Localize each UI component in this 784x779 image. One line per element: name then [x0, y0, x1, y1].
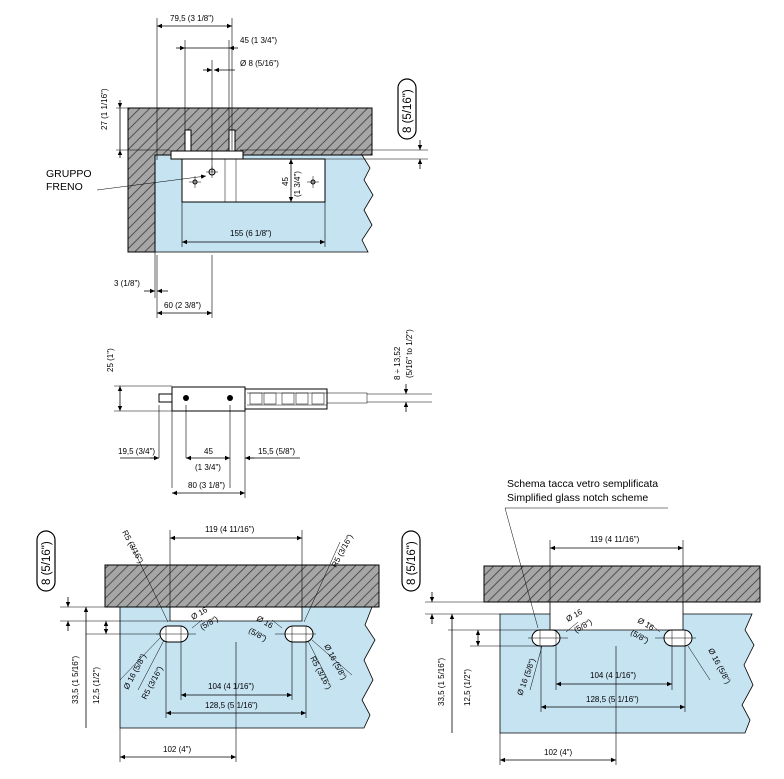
- badge-8-left: 8 (5/16"): [36, 530, 56, 592]
- svg-text:8 (5/16"): 8 (5/16"): [41, 541, 53, 585]
- badge-8-top: 8 (5/16"): [397, 78, 417, 140]
- dim-8-13: 8 ÷ 13,52: [393, 346, 402, 380]
- notch-right-wall: [483, 565, 761, 603]
- dim-102-right: 102 (4"): [544, 748, 573, 757]
- dim-119-left: 119 (4 11/16"): [205, 525, 255, 534]
- dim-33-5-left: 33,5 (1 5/16"): [71, 655, 80, 704]
- dim-155: 155 (6 1/8"): [230, 229, 272, 238]
- notch-left: 8 (5/16") 119 (4 11/16") R5 (3/16") R5 (…: [36, 525, 380, 762]
- dim-104-left: 104 (4 1/16"): [208, 682, 254, 691]
- dim-102-left: 102 (4"): [163, 745, 192, 754]
- dim-12-5-left: 12,5 (1/2"): [92, 667, 101, 704]
- top-view: 79,5 (3 1/8") 45 (1 3/4") Ø 8 (5/16") 27…: [46, 14, 428, 318]
- dim-128-5-right: 128,5 (5 1/16"): [586, 695, 639, 704]
- notch-scheme-title-it: Schema tacca vetro semplificata: [507, 478, 658, 490]
- badge-8-right: 8 (5/16"): [401, 530, 421, 592]
- side-view: 25 (1") 8 ÷ 13,52 (5/16" to 1/2") 19,5 (…: [106, 329, 432, 498]
- svg-text:8 (5/16"): 8 (5/16"): [402, 89, 414, 133]
- top-pin-left: [184, 129, 192, 152]
- side-hinge-body: [171, 386, 246, 412]
- notch-right-glass: [499, 613, 755, 734]
- dim-3: 3 (1/8"): [114, 279, 140, 288]
- dim-12-5-right: 12,5 (1/2"): [463, 669, 472, 706]
- side-hinge-arm: [244, 388, 328, 410]
- dim-119-right: 119 (4 11/16"): [590, 535, 640, 544]
- dim-60: 60 (2 3/8"): [164, 301, 201, 310]
- dim-27: 27 (1 1/16"): [100, 88, 109, 130]
- dim-45-vertical-in: (1 3/4"): [293, 171, 302, 197]
- dim-33-5-right: 33,5 (1 5/16"): [437, 657, 446, 706]
- dim-15-5: 15,5 (5/8"): [258, 447, 295, 456]
- top-hinge-body: [181, 158, 326, 203]
- dim-19-5: 19,5 (3/4"): [118, 447, 155, 456]
- dim-104-right: 104 (4 1/16"): [590, 671, 636, 680]
- dim-phi8: Ø 8 (5/16"): [240, 59, 279, 68]
- label-freno: FRENO: [46, 181, 83, 193]
- notch-left-wall: [104, 564, 380, 608]
- notch-scheme-title-en: Simplified glass notch scheme: [507, 492, 648, 504]
- dim-45-side: 45: [204, 447, 213, 456]
- side-pivot-stub: [158, 393, 173, 403]
- dim-8-13-in: (5/16" to 1/2"): [405, 329, 414, 378]
- dim-45-top: 45 (1 3/4"): [240, 36, 277, 45]
- label-gruppo: GRUPPO: [46, 168, 92, 180]
- top-hinge-plate: [170, 150, 244, 160]
- side-slide-rollers: [249, 392, 325, 405]
- dim-79-5: 79,5 (3 1/8"): [170, 14, 214, 23]
- r5-left-top: R5 (3/16"): [120, 529, 145, 565]
- dim-80: 80 (3 1/8"): [188, 481, 225, 490]
- dim-25: 25 (1"): [106, 348, 115, 372]
- dim-45-side-in: (1 3/4"): [195, 463, 221, 472]
- notch-right: Schema tacca vetro semplificata Simplifi…: [401, 478, 761, 765]
- dim-45-vertical: 45: [281, 177, 290, 186]
- dim-128-5-left: 128,5 (5 1/16"): [205, 701, 258, 710]
- r5-right-top: R5 (3/16"): [330, 532, 355, 568]
- svg-text:8 (5/16"): 8 (5/16"): [406, 541, 418, 585]
